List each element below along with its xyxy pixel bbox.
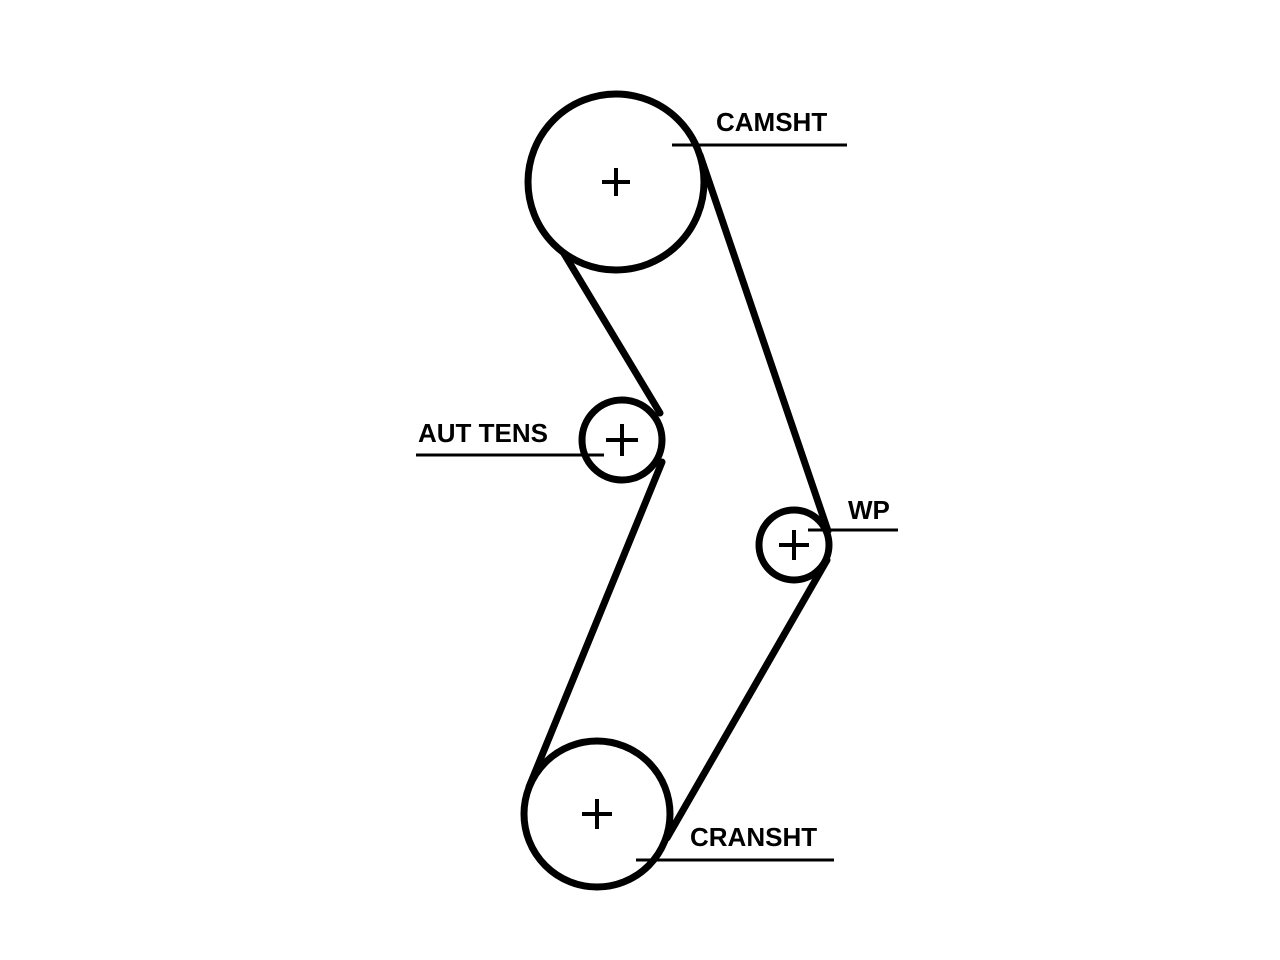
timing-belt: [525, 151, 832, 842]
camshaft-center-plus-icon: [602, 168, 630, 196]
belt-segment-crankshaft-waterpump: [663, 556, 831, 842]
tensioner-pulley: [578, 396, 666, 484]
crankshaft-pulley: [520, 737, 674, 891]
belt-segment-tensioner-crankshaft: [525, 458, 666, 791]
crankshaft-center-plus-icon: [582, 799, 612, 829]
camshaft-pulley: [524, 90, 708, 274]
water-pump-label: WP: [848, 495, 890, 525]
tensioner-label: AUT TENS: [418, 418, 548, 448]
tensioner-center-plus-icon: [606, 424, 638, 456]
belt-segment-waterpump-camshaft: [696, 151, 832, 535]
camshaft-label: CAMSHT: [716, 107, 827, 137]
water-pump-pulley: [755, 506, 833, 584]
belt-segment-camshaft-tensioner: [547, 228, 664, 417]
water-pump-center-plus-icon: [779, 530, 809, 560]
crankshaft-label: CRANSHT: [690, 822, 817, 852]
